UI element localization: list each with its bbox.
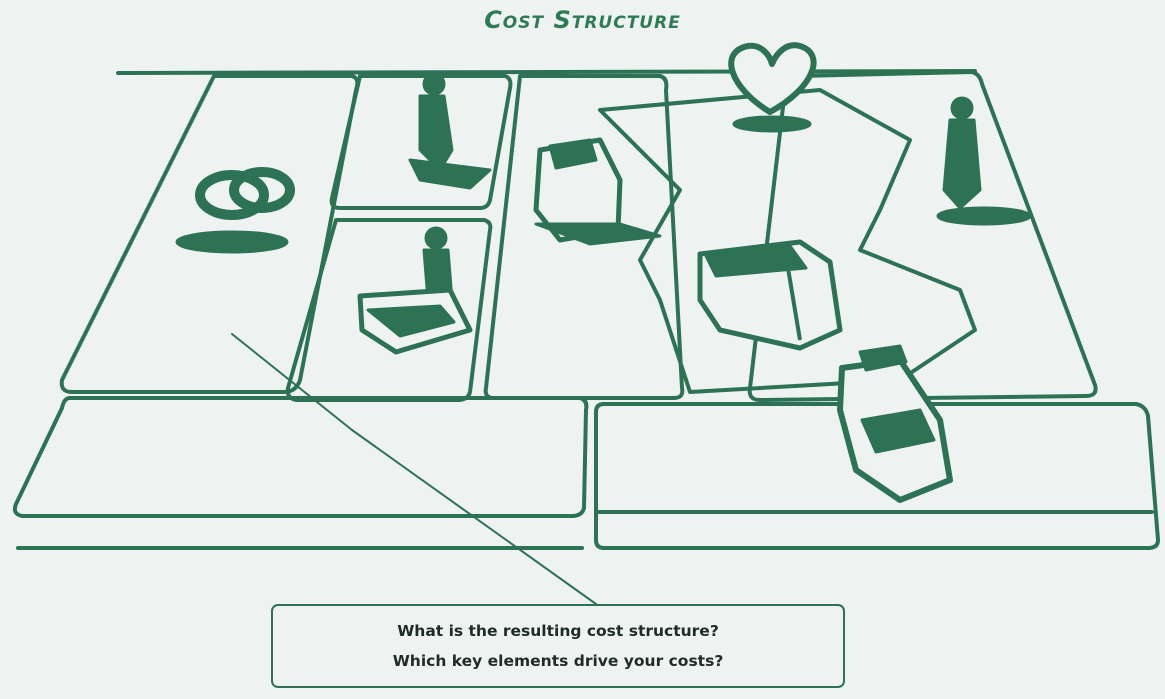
cash-register-icon [837,344,953,503]
callout-question-2: Which key elements drive your costs? [392,652,724,670]
key-activities-block [329,74,513,210]
diagram-title: Cost Structure [484,6,681,34]
cost-structure-block [12,396,589,518]
heart-icon [728,42,817,133]
customer-segments-block [747,70,1098,402]
callout-question-1: What is the resulting cost structure? [397,622,719,640]
frame-top-line [116,69,977,75]
question-callout-box: What is the resulting cost structure? Wh… [271,604,845,688]
rings-icon [175,167,295,254]
person-with-stack-icon [357,226,473,355]
revenue-streams-block [594,402,1160,550]
callout-pointer-line [231,333,597,605]
boxes-icon [697,239,843,351]
customer-icon [936,96,1032,226]
value-propositions-block [483,74,685,400]
gift-icon [533,137,662,246]
worker-icon [408,72,492,190]
key-partners-block [59,74,360,394]
customer-relationships-block [598,88,977,394]
